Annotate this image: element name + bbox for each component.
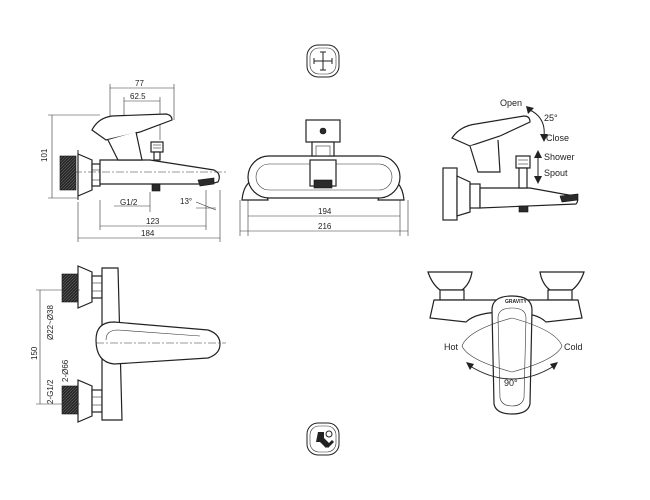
top-view	[36, 265, 226, 423]
dim-62-5: 62.5	[130, 92, 146, 101]
label-cold: Cold	[564, 342, 583, 352]
label-25-degree: 25°	[544, 113, 558, 123]
label-hot: Hot	[444, 342, 459, 352]
front-view	[239, 119, 409, 236]
label-close: Close	[546, 133, 569, 143]
label-shower: Shower	[544, 152, 575, 162]
dim-2-g12: 2-G1/2	[46, 379, 55, 404]
dim-194: 194	[318, 207, 332, 216]
dim-g12: G1/2	[120, 198, 138, 207]
label-spout: Spout	[544, 168, 568, 178]
label-90-degree: 90°	[504, 378, 518, 388]
dim-101: 101	[40, 148, 49, 162]
dim-184: 184	[141, 229, 155, 238]
label-open: Open	[500, 98, 522, 108]
dim-123: 123	[146, 217, 160, 226]
wrench-icon	[306, 422, 340, 456]
cross-handle-icon	[306, 44, 340, 78]
dim-dia-22-38: Ø22~Ø38	[46, 305, 55, 340]
dim-2-dia-66: 2-Ø66	[61, 359, 70, 382]
dim-216: 216	[318, 222, 332, 231]
dim-150: 150	[30, 346, 39, 360]
temperature-view	[427, 271, 585, 415]
dim-77: 77	[135, 79, 144, 88]
operation-view	[442, 106, 579, 221]
side-view	[48, 84, 228, 242]
dim-13-degree: 13°	[180, 197, 192, 206]
brand-label: GRAVITY	[505, 299, 528, 305]
